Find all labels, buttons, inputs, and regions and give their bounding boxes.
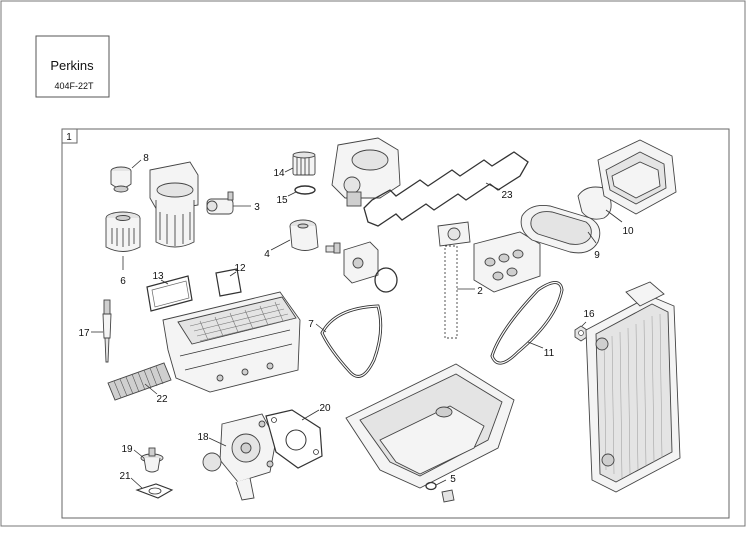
part-drawing-9 bbox=[520, 205, 601, 254]
part-drawing-10 bbox=[577, 139, 677, 220]
callout-12: 12 bbox=[234, 263, 246, 274]
callout-10: 10 bbox=[622, 226, 634, 237]
group-number: 1 bbox=[66, 132, 72, 143]
part-drawing-16 bbox=[574, 325, 588, 342]
part-drawing-8 bbox=[110, 166, 132, 193]
callout-20: 20 bbox=[319, 403, 331, 414]
callout-2: 2 bbox=[477, 286, 483, 297]
part-drawing-11 bbox=[490, 281, 564, 365]
part-drawing-fuel-filter-assembly bbox=[149, 161, 199, 248]
brand-model: 404F-22T bbox=[54, 81, 94, 91]
callout-14: 14 bbox=[273, 168, 285, 179]
part-drawing-17 bbox=[102, 299, 112, 363]
part-drawing-4 bbox=[289, 219, 319, 251]
callout-23: 23 bbox=[501, 190, 513, 201]
part-drawing-22 bbox=[107, 362, 172, 401]
callout-18: 18 bbox=[197, 432, 209, 443]
part-drawing-oil-pan bbox=[345, 363, 515, 489]
callout-15: 15 bbox=[276, 195, 288, 206]
callout-13: 13 bbox=[152, 271, 164, 282]
callout-6: 6 bbox=[120, 276, 126, 287]
callout-19: 19 bbox=[121, 444, 133, 455]
part-drawing-cylinder-head bbox=[162, 291, 301, 393]
callout-4: 4 bbox=[264, 249, 270, 260]
part-drawing-20 bbox=[265, 409, 323, 469]
part-drawing-13 bbox=[146, 275, 193, 312]
part-drawing-radiator bbox=[585, 281, 681, 493]
part-drawing-3 bbox=[206, 191, 234, 215]
part-drawing-14 bbox=[292, 151, 316, 176]
group-frame: 1 bbox=[61, 128, 730, 519]
part-drawing-12 bbox=[215, 268, 242, 297]
part-drawing-18 bbox=[202, 413, 277, 501]
brand-name: Perkins bbox=[50, 58, 94, 73]
callout-5: 5 bbox=[450, 474, 456, 485]
callout-22: 22 bbox=[156, 394, 168, 405]
part-drawing-15 bbox=[294, 185, 316, 195]
part-drawing-6 bbox=[105, 211, 141, 252]
callout-8: 8 bbox=[143, 153, 149, 164]
part-drawing-5 bbox=[425, 481, 455, 503]
part-drawing-2 bbox=[437, 221, 471, 339]
brand-box: Perkins 404F-22T bbox=[35, 35, 110, 98]
callout-16: 16 bbox=[583, 309, 595, 320]
leader-lines bbox=[91, 159, 623, 489]
part-drawing-21 bbox=[135, 483, 174, 499]
callout-9: 9 bbox=[594, 250, 600, 261]
callout-labels: 8 6 3 14 15 4 23 9 10 13 12 2 7 11 16 17… bbox=[78, 153, 634, 485]
part-drawing-7 bbox=[320, 304, 383, 378]
part-drawing-23 bbox=[363, 151, 529, 227]
callout-11: 11 bbox=[544, 348, 555, 359]
part-drawing-exhaust-manifold bbox=[473, 231, 541, 293]
part-drawing-oil-cooler bbox=[343, 241, 398, 293]
callout-3: 3 bbox=[254, 202, 260, 213]
part-drawing-fittings bbox=[325, 242, 341, 254]
callout-7: 7 bbox=[308, 319, 314, 330]
part-drawing-19 bbox=[140, 447, 164, 473]
part-drawing-fuel-pump-housing bbox=[331, 137, 401, 207]
callout-17: 17 bbox=[78, 328, 90, 339]
callout-21: 21 bbox=[119, 471, 131, 482]
